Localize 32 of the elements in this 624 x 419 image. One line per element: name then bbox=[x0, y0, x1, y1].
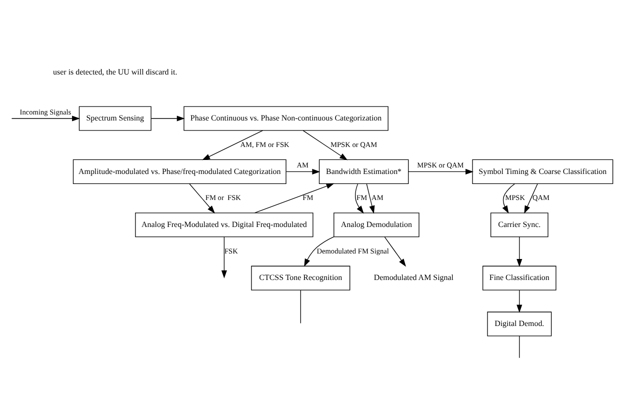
arrow bbox=[366, 184, 375, 214]
arrow bbox=[524, 184, 538, 214]
edge-label: MPSK or QAM bbox=[330, 140, 378, 149]
arrow bbox=[502, 183, 516, 214]
arrow bbox=[384, 236, 406, 267]
edge-label: AM bbox=[296, 160, 309, 170]
arrow bbox=[189, 184, 215, 214]
edge-label: Incoming Signals bbox=[20, 107, 72, 116]
arrow bbox=[302, 130, 348, 160]
arrow bbox=[150, 116, 185, 122]
edge-label: MPSK or QAM bbox=[417, 160, 464, 170]
arrow bbox=[408, 168, 474, 174]
connector bbox=[300, 290, 301, 324]
edge-label: FM bbox=[302, 193, 314, 202]
arrow bbox=[304, 236, 334, 267]
arrow bbox=[516, 236, 522, 267]
arrow bbox=[221, 236, 227, 278]
edge-label: FM or FSK bbox=[205, 193, 241, 202]
edge-label: QAM bbox=[532, 193, 550, 202]
edge-label: MPSK bbox=[505, 193, 526, 202]
connector bbox=[519, 336, 520, 358]
edge-label: AM bbox=[372, 193, 384, 202]
arrow bbox=[516, 290, 522, 313]
arrow bbox=[355, 184, 364, 214]
edge-label: Demodulated FM Signal bbox=[316, 246, 389, 256]
edge-label: FM bbox=[356, 193, 368, 202]
edge-label: AM, FM or FSK bbox=[240, 140, 290, 149]
arrow bbox=[254, 183, 334, 214]
arrow bbox=[286, 168, 320, 174]
edge-label: FSK bbox=[224, 246, 238, 256]
arrow bbox=[202, 130, 264, 160]
arrow bbox=[11, 116, 80, 122]
